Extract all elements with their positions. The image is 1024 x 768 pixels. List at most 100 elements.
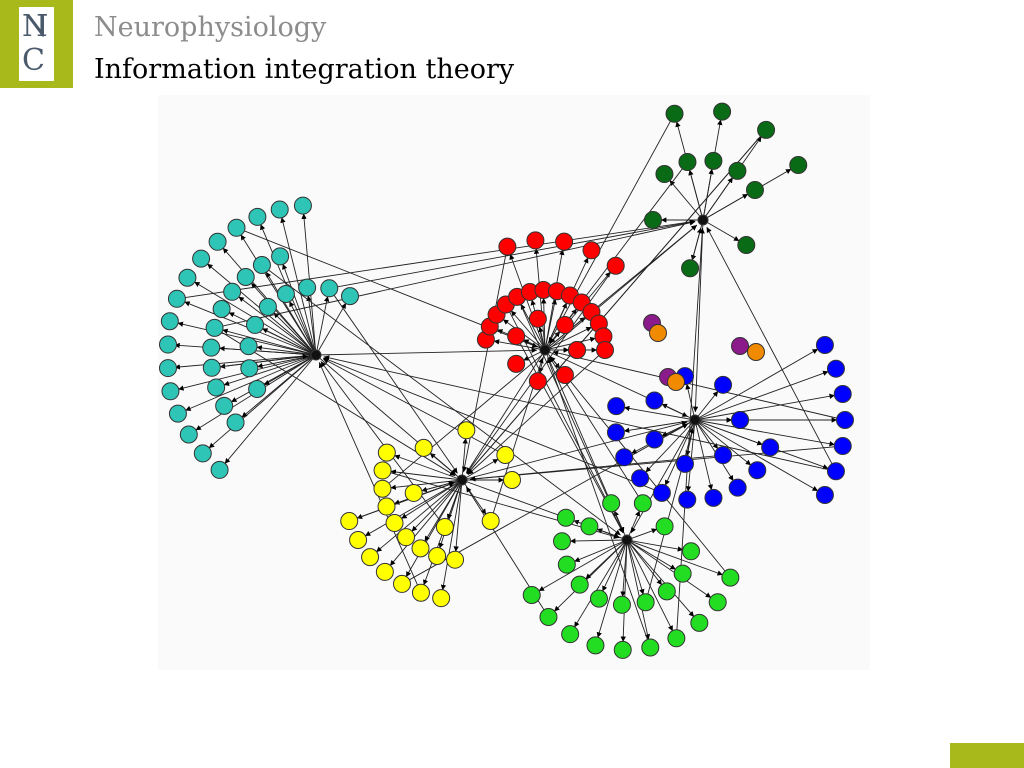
graph-node: [167, 289, 186, 308]
graph-edge: [630, 419, 696, 534]
graph-node: [528, 372, 547, 391]
graph-node: [631, 469, 650, 488]
graph-node: [373, 461, 392, 480]
graph-node: [539, 608, 558, 627]
graph-edge: [315, 347, 538, 356]
graph-node: [271, 247, 290, 266]
graph-edge: [694, 419, 752, 466]
graph-edge: [466, 129, 767, 475]
graph-node: [340, 512, 359, 531]
network-graph: [159, 102, 854, 659]
graph-edge: [461, 420, 688, 481]
graph-node: [161, 382, 180, 401]
graph-edge: [624, 405, 696, 421]
graph-node: [361, 548, 380, 567]
graph-edge: [552, 350, 846, 421]
inc-logo: N I C: [0, 0, 73, 88]
graph-edge: [688, 169, 704, 221]
graph-node: [652, 483, 671, 502]
graph-node: [815, 486, 834, 504]
graph-edge: [323, 357, 663, 494]
graph-node: [192, 249, 211, 268]
graph-edge: [548, 113, 675, 344]
graph-node: [507, 354, 526, 373]
graph-node: [613, 640, 632, 659]
graph-node: [602, 494, 621, 513]
graph-node: [202, 358, 221, 377]
graph-edge: [315, 296, 330, 356]
graph-edge: [538, 539, 628, 592]
graph-edge: [375, 479, 463, 553]
graph-edge: [223, 354, 317, 386]
section-title: Neurophysiology: [94, 12, 327, 43]
graph-node: [714, 446, 733, 465]
graph-edge: [320, 361, 446, 528]
graph-edge: [694, 419, 835, 447]
graph-edge: [315, 354, 457, 476]
graph-node: [435, 517, 454, 536]
graph-node: [655, 517, 674, 536]
graph-node: [526, 231, 545, 250]
graph-edge: [510, 310, 546, 351]
graph-node: [645, 391, 664, 410]
graph-node: [528, 309, 547, 328]
network-figure: [158, 95, 870, 670]
graph-edge: [620, 539, 628, 642]
graph-edge: [702, 193, 749, 221]
graph-node: [320, 279, 339, 298]
graph-edge: [261, 328, 317, 356]
graph-node: [836, 411, 854, 429]
logo-letter-c: C: [22, 43, 45, 78]
graph-node: [428, 547, 447, 566]
graph-node: [236, 267, 255, 286]
graph-edge: [461, 438, 468, 481]
graph-edge: [250, 282, 317, 356]
graph-edge: [570, 538, 628, 544]
graph-node: [761, 438, 780, 457]
graph-edge: [261, 264, 621, 536]
graph-edge: [461, 479, 487, 515]
graph-node: [673, 564, 692, 583]
graph-node: [481, 511, 500, 530]
graph-node: [411, 583, 430, 602]
graph-node: [675, 454, 694, 473]
graph-edge: [466, 265, 617, 474]
graph-node: [667, 373, 685, 391]
graph-node: [789, 156, 808, 174]
graph-node: [252, 255, 271, 274]
graph-node: [377, 497, 396, 516]
graph-edge: [620, 539, 628, 597]
graph-node: [349, 531, 368, 549]
graph-node: [681, 259, 700, 278]
graph-node: [714, 375, 733, 394]
graph-edge: [238, 296, 317, 356]
graph-node: [641, 638, 660, 657]
graph-node: [522, 586, 541, 604]
graph-node: [728, 478, 747, 497]
graph-node: [678, 490, 697, 509]
graph-edge: [533, 248, 546, 351]
graph-node: [310, 349, 322, 361]
graph-node: [373, 479, 392, 498]
graph-edge: [273, 312, 317, 356]
graph-edge: [544, 257, 589, 351]
graph-node: [240, 359, 259, 378]
graph-edge: [694, 419, 763, 446]
graph-edge: [626, 539, 724, 576]
graph-edge: [626, 539, 677, 570]
graph-edge: [440, 479, 463, 591]
graph-edge: [214, 220, 696, 329]
graph-edge: [509, 253, 546, 351]
graph-node: [649, 324, 667, 342]
graph-edge: [265, 271, 317, 356]
graph-edge: [467, 349, 606, 475]
graph-edge: [694, 419, 713, 491]
graph-node: [208, 232, 227, 251]
graph-edge: [706, 226, 837, 472]
graph-edge: [382, 224, 698, 490]
graph-edge: [626, 539, 663, 586]
graph-node: [227, 218, 246, 237]
graph-node: [667, 629, 686, 648]
graph-edge: [329, 219, 696, 289]
graph-node: [375, 562, 394, 581]
